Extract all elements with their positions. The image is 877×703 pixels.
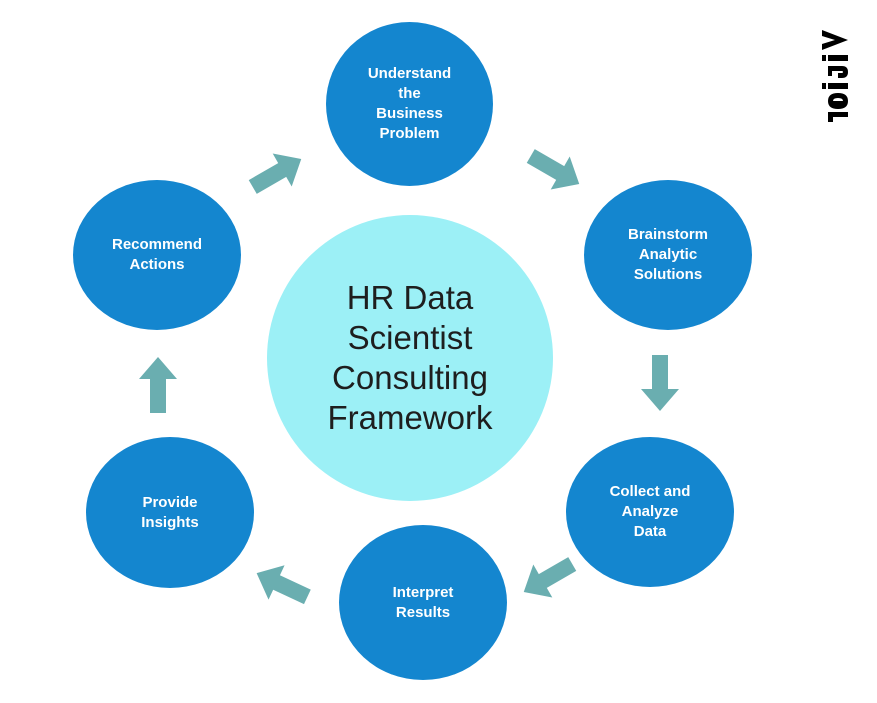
step-understand-business-problem: Understand the Business Problem [326,22,493,186]
center-title-text: HR Data Scientist Consulting Framework [327,279,493,436]
step-brainstorm-analytic-solutions: Brainstorm Analytic Solutions [584,180,752,330]
step-label: Understand the Business Problem [367,65,452,142]
step-collect-and-analyze-data: Collect and Analyze Data [566,437,734,587]
step-label: Provide Insights [141,493,199,531]
step-interpret-results: Interpret Results [339,525,507,680]
step-label: Brainstorm Analytic Solutions [627,226,709,283]
step-label: Collect and Analyze Data [609,483,691,540]
step-label: Interpret Results [392,583,454,621]
visier-logo [818,30,852,122]
step-provide-insights: Provide Insights [86,437,254,588]
step-recommend-actions: Recommend Actions [73,180,241,330]
center-framework-title: HR Data Scientist Consulting Framework [267,215,553,501]
step-label: Recommend Actions [111,236,203,273]
